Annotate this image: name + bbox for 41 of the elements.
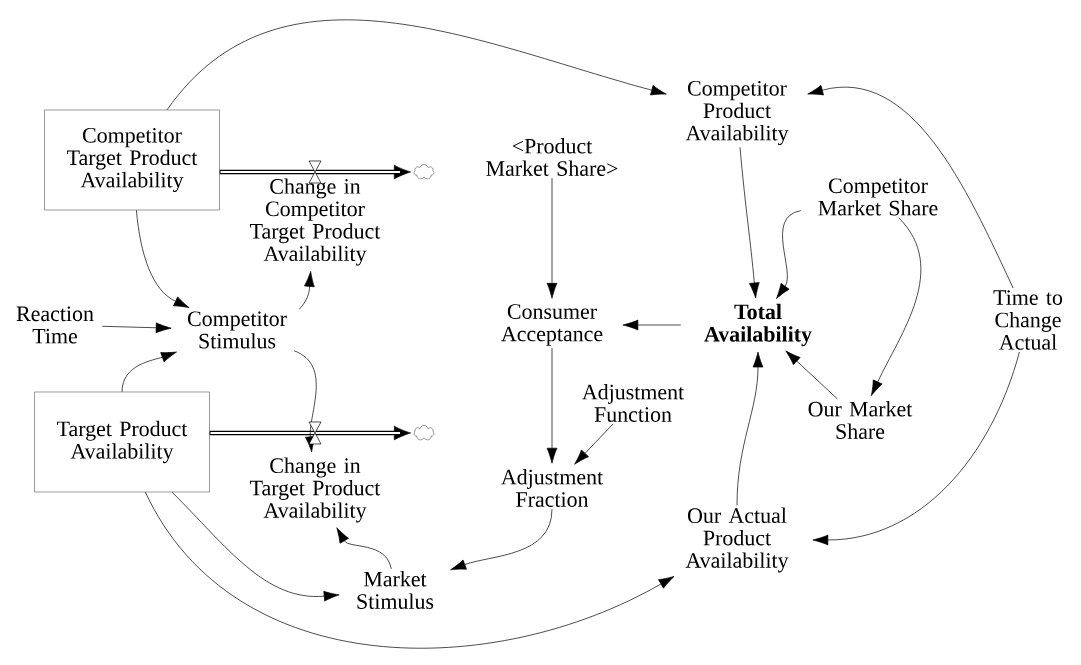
variable-label: Competitor Stimulus <box>188 311 287 349</box>
variable-label: Our Actual Product Availability <box>685 507 789 573</box>
stock-box: Competitor Target Product Availability <box>44 109 220 211</box>
variable-label: Adjustment Fraction <box>501 469 604 507</box>
variable-label: Our Market Share <box>808 401 913 439</box>
flow-pipe <box>219 164 412 180</box>
arrow <box>776 210 802 299</box>
arrow <box>336 527 392 570</box>
stock-box: Target Product Availability <box>34 391 210 493</box>
arrow <box>121 351 177 393</box>
variable-label: <Product Market Share> <box>486 138 618 176</box>
cloud-symbol <box>413 425 435 441</box>
variable-label: Consumer Acceptance <box>501 304 603 346</box>
arrow <box>739 146 760 299</box>
arrow <box>622 319 682 331</box>
arrow <box>450 508 553 571</box>
cloud-symbol <box>413 164 435 180</box>
arrow <box>298 271 315 310</box>
flow-label: Change in Competitor Target Product Availability <box>250 178 381 266</box>
arrow <box>785 350 838 400</box>
arrow <box>736 351 764 506</box>
arrow <box>812 351 1020 546</box>
arrow <box>807 85 1014 289</box>
variable-label: Time to Change Actual <box>993 290 1063 350</box>
arrow <box>871 217 922 396</box>
variable-label: Market Stimulus <box>357 571 434 609</box>
variable-label: Competitor Product Availability <box>685 80 789 146</box>
arrow <box>546 177 558 299</box>
flow-pipe <box>209 425 412 441</box>
arrow <box>574 423 614 465</box>
variable-label: Total Availability <box>704 303 812 347</box>
variable-label: Reaction Time <box>16 306 94 344</box>
arrow <box>546 347 558 464</box>
arrow <box>171 491 340 602</box>
arrow <box>145 491 675 649</box>
variable-label: Adjustment Function <box>582 384 685 422</box>
flow-label: Change in Target Product Availability <box>250 457 381 523</box>
arrow <box>166 19 667 111</box>
variable-label: Competitor Market Share <box>818 178 938 216</box>
arrow <box>101 322 172 334</box>
arrow <box>136 209 190 309</box>
